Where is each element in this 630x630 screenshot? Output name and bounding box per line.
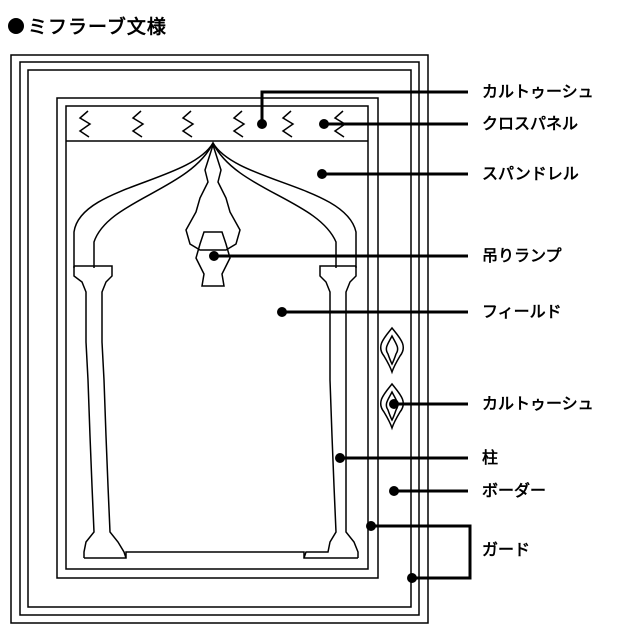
label-spandrel: スパンドレル [482,165,579,183]
label-pillar: 柱 [482,449,498,467]
cross-panel-zigzags [80,111,345,137]
left-pillar [74,266,126,558]
leader-guard [371,526,470,578]
outer-guard-frame [11,55,428,623]
label-guard: ガード [482,541,530,559]
leader-cartouche-top [262,92,468,124]
label-cartouche-top: カルトゥーシュ [482,83,594,101]
right-pillar [304,266,356,558]
label-field: フィールド [482,303,562,321]
label-border: ボーダー [482,482,546,500]
label-cross-panel: クロスパネル [482,115,578,133]
label-cartouche-side: カルトゥーシュ [482,395,594,413]
label-hanging-lamp: 吊りランプ [482,247,562,265]
guard-frame-2 [20,62,419,615]
